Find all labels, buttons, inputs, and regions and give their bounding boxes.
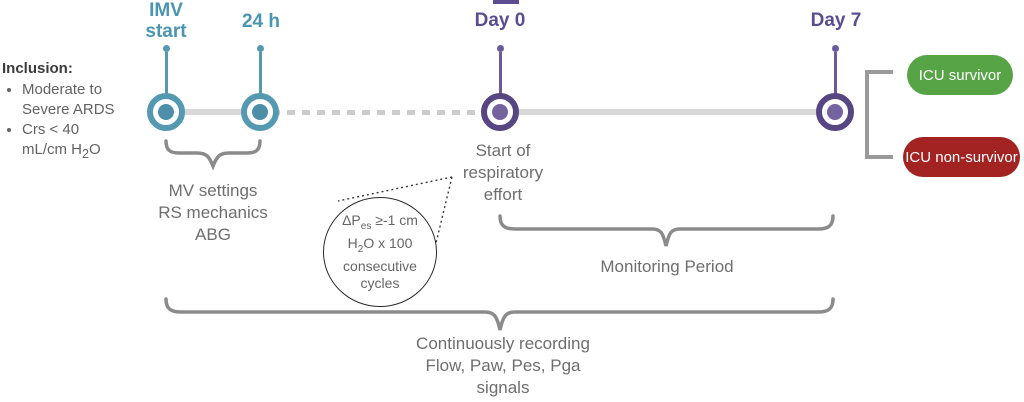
cropped-artifact (493, 0, 519, 4)
event-stem (498, 52, 502, 94)
event-label-imv-start: IMV start (145, 0, 187, 42)
timeline-segment-dashed (272, 110, 488, 115)
crs-text: Crs < 40 mL/ (22, 121, 80, 158)
callout-text-part: H (347, 235, 358, 251)
timeline-marker-imv-start (147, 93, 185, 131)
effort-definition-callout: ΔPes ≥-1 cm H2O x 100 consecutive cycles (323, 197, 437, 307)
callout-line-3: consecutive (343, 257, 417, 274)
outcome-icu-non-survivor: ICU non-survivor (903, 137, 1020, 177)
respiratory-effort-label: Start of respiratory effort (462, 141, 544, 204)
callout-text: ΔPes ≥-1 cm H2O x 100 consecutive cycles (342, 212, 418, 292)
event-stem-dot (162, 45, 170, 52)
marker-inner-dot (492, 104, 508, 120)
event-stem-dot (496, 45, 504, 52)
callout-dotted-line (435, 176, 453, 244)
timeline-marker-24h (241, 93, 279, 131)
baseline-brace (164, 139, 262, 171)
event-label-day7: Day 7 (810, 10, 862, 31)
outcome-icu-survivor: ICU survivor (907, 55, 1013, 95)
subscript-2: 2 (82, 147, 89, 161)
event-label-day0: Day 0 (474, 10, 526, 31)
recording-brace (164, 297, 835, 331)
baseline-measurements-label: MV settings RS mechanics ABG (158, 181, 268, 244)
event-label-24h: 24 h (241, 11, 281, 32)
timeline-segment-solid-2 (500, 109, 835, 115)
subscript-2: 2 (357, 243, 364, 255)
subscript-es: es (360, 221, 372, 232)
callout-line-4: cycles (360, 274, 400, 291)
event-stem (833, 52, 837, 94)
outcome-bracket (865, 70, 893, 159)
event-stem (164, 52, 168, 94)
inclusion-heading: Inclusion: (2, 60, 73, 77)
callout-text-part: O x 100 (363, 235, 413, 251)
callout-line-2: H2O x 100 (342, 235, 418, 258)
inclusion-item-ards: Moderate to Severe ARDS (22, 80, 126, 120)
crs-text: cm H (47, 141, 83, 158)
inclusion-criteria: Inclusion: Moderate to Severe ARDS Crs <… (2, 60, 140, 164)
event-stem-dot (256, 45, 264, 52)
recording-signals-label: Continuously recording Flow, Paw, Pes, P… (416, 334, 590, 397)
callout-text-part: ΔP (342, 212, 361, 229)
event-stem-dot (831, 45, 839, 52)
timeline-segment-solid-1 (166, 109, 260, 115)
timeline-marker-day0 (481, 93, 519, 131)
monitoring-period-label: Monitoring Period (600, 257, 734, 276)
callout-text-part: ≥-1 cm (371, 212, 418, 229)
marker-inner-dot (827, 104, 843, 120)
inclusion-list: Moderate to Severe ARDS Crs < 40 mL/cm H… (2, 80, 140, 164)
monitoring-brace (498, 214, 835, 247)
crs-text: O (88, 141, 101, 158)
event-stem (258, 52, 262, 94)
inclusion-item-crs: Crs < 40 mL/cm H2O (22, 120, 126, 164)
callout-dotted-line (337, 176, 453, 202)
marker-inner-dot (252, 104, 268, 120)
timeline-marker-day7 (816, 93, 854, 131)
callout-line-1: ΔPes ≥-1 cm (342, 212, 418, 235)
marker-inner-dot (158, 104, 174, 120)
